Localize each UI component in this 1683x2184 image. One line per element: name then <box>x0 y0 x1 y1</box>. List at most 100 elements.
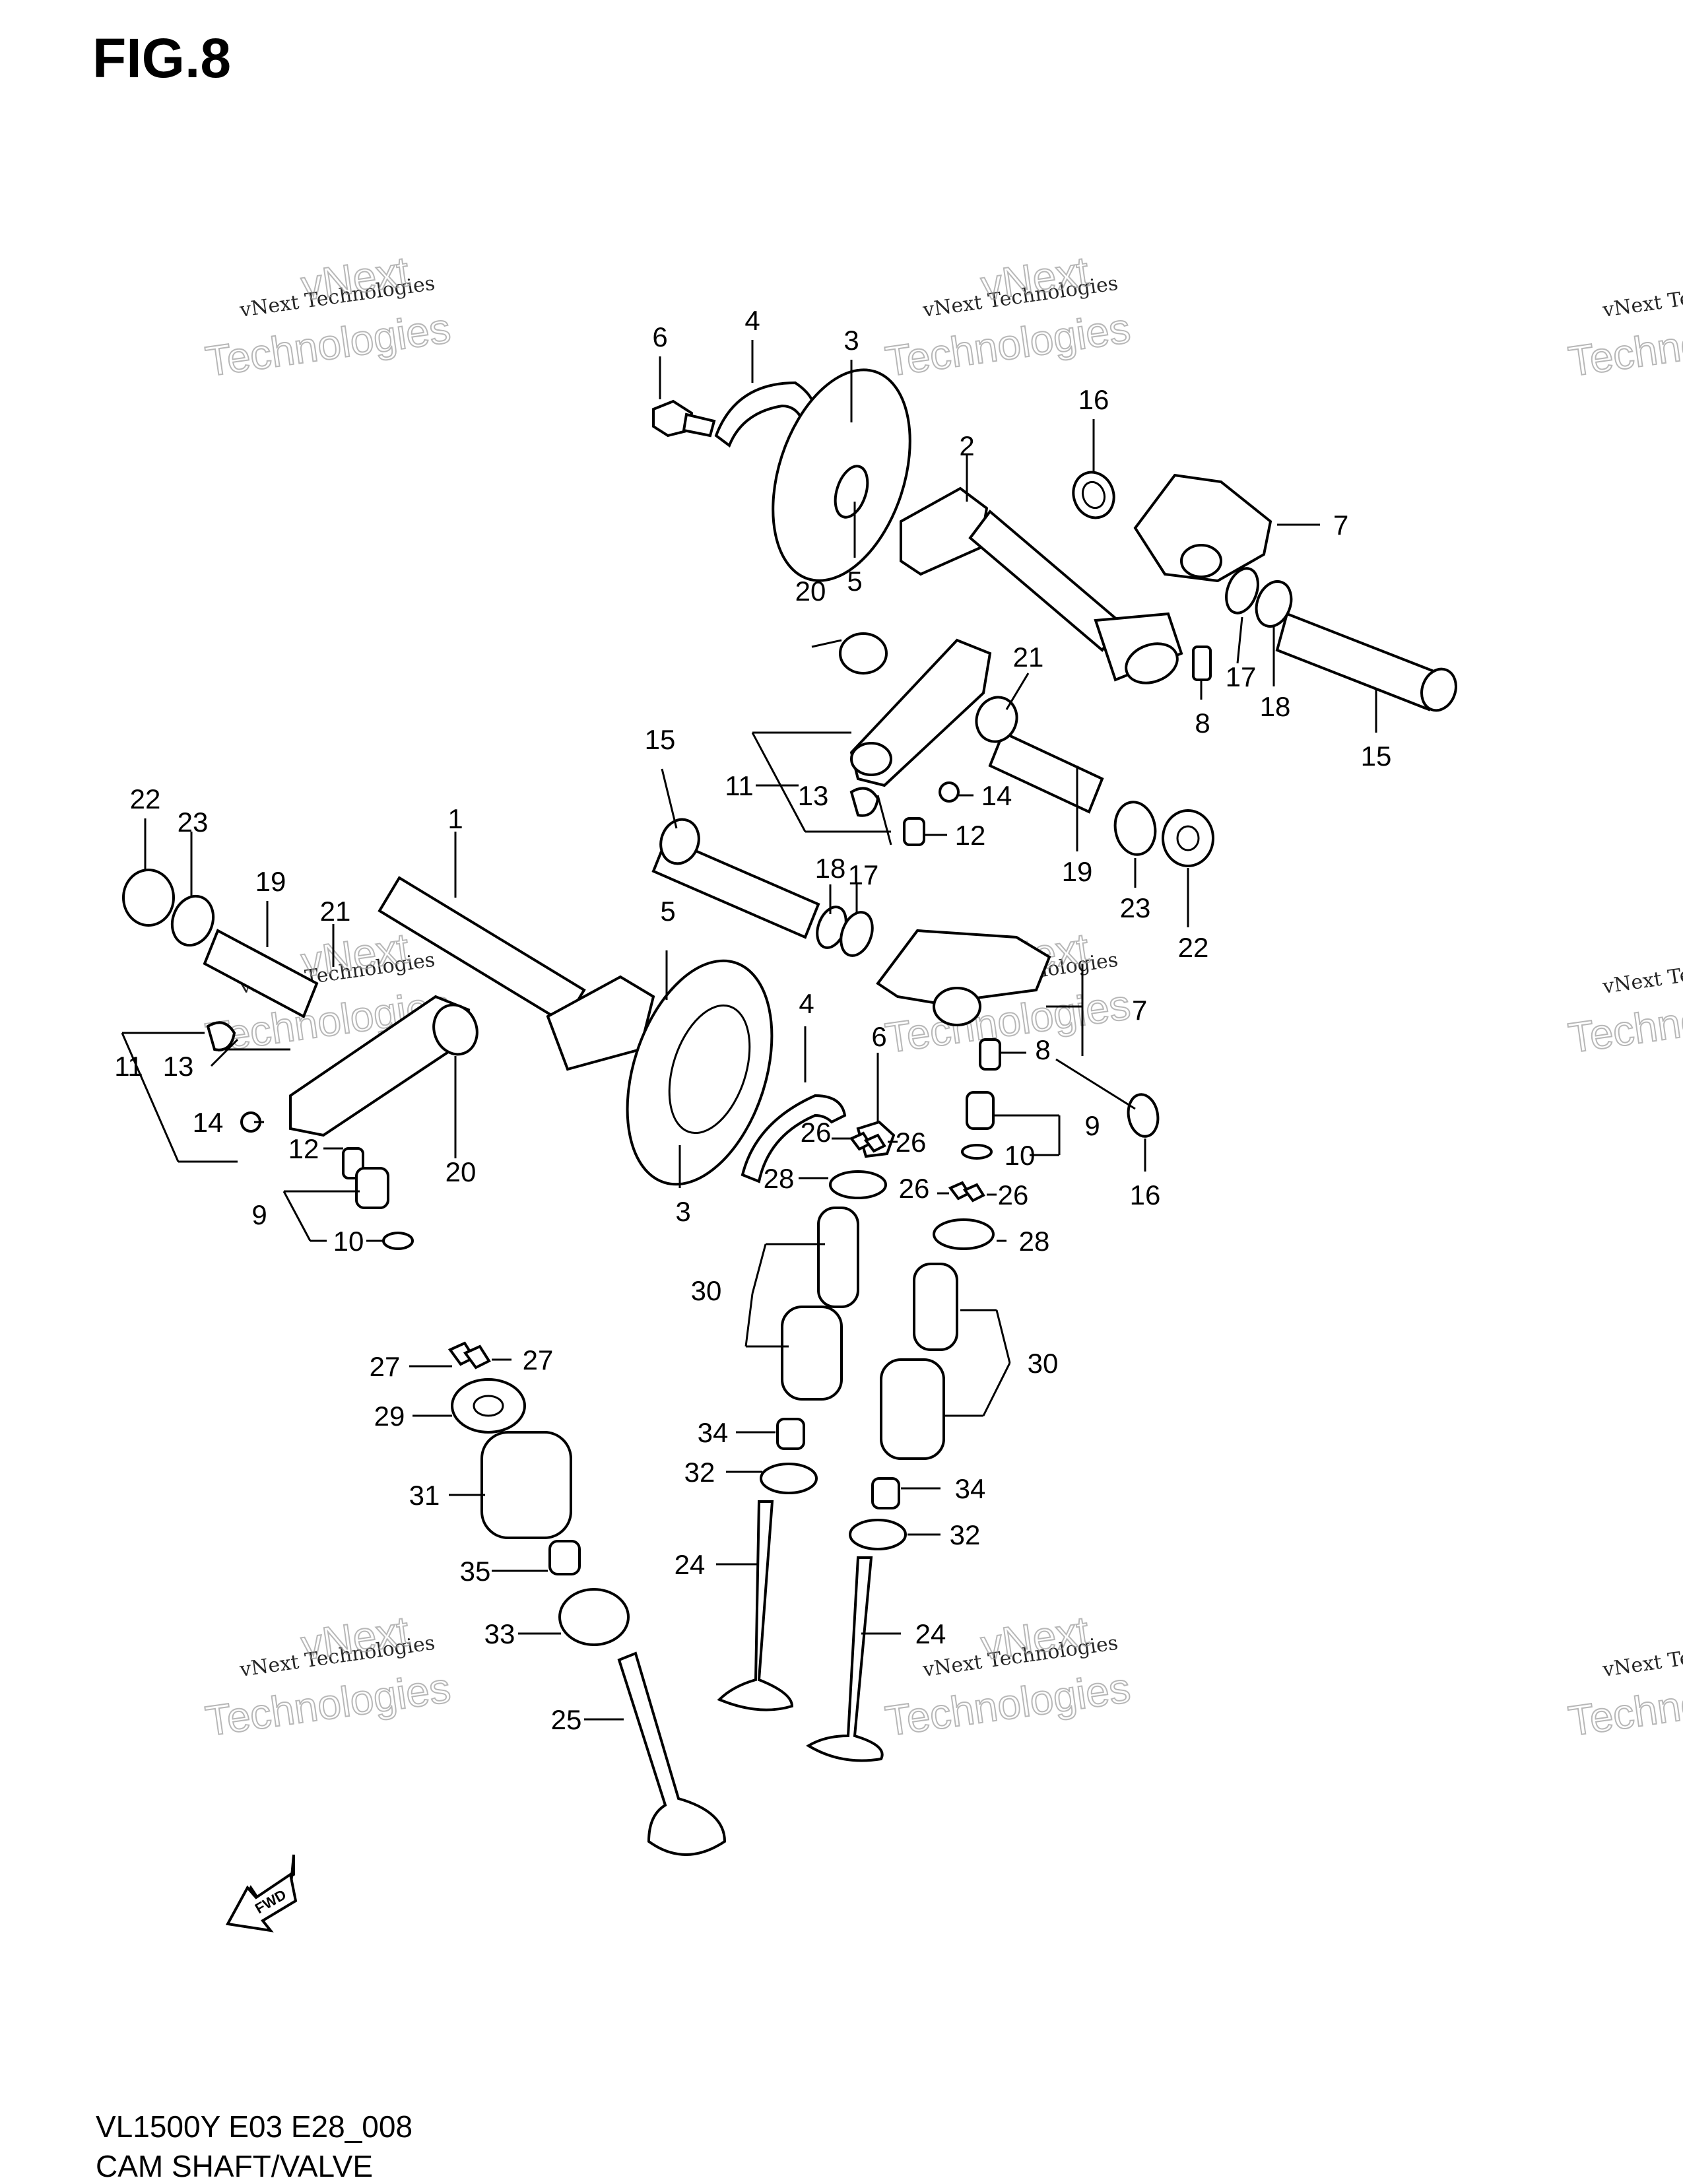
oil-seal-20-lower <box>432 1003 478 1056</box>
callout-9-left: 9 <box>251 1199 267 1230</box>
watermark-bottom-right: vNext Technologies Technologies <box>1565 1632 1683 1746</box>
valve-spring-31 <box>480 1431 572 1539</box>
callout-1: 1 <box>447 803 463 834</box>
callout-23-upper: 23 <box>1120 892 1151 923</box>
rocker-arm-7-lower <box>876 929 1051 1026</box>
valve-retainer-28-a <box>829 1170 887 1199</box>
svg-text:Technologies: Technologies <box>882 1664 1133 1745</box>
callout-8-lower: 8 <box>1035 1034 1050 1065</box>
camshaft-upper <box>900 486 1183 684</box>
watermark-middle-right: vNext Technologies Technologies <box>1565 948 1683 1063</box>
intake-valve-24-a <box>717 1500 794 1711</box>
callout-15-middle: 15 <box>645 724 676 755</box>
callout-20-upper: 20 <box>795 576 826 607</box>
cap-22-upper <box>1162 809 1214 867</box>
cap-22-left <box>122 869 175 927</box>
small-parts-12-13-14-left <box>206 1021 364 1179</box>
callout-30-right: 30 <box>1028 1348 1059 1379</box>
valve-cotters-26-b <box>948 1181 985 1203</box>
washer-23-upper <box>1113 801 1157 856</box>
callout-4-upper: 4 <box>744 305 760 336</box>
callout-18-upper: 18 <box>1260 691 1291 722</box>
callout-17-middle: 17 <box>848 859 879 890</box>
callout-17-upper: 17 <box>1226 661 1257 692</box>
callout-33: 33 <box>484 1618 515 1649</box>
washer-23-left <box>170 894 215 947</box>
svg-text:Technologies: Technologies <box>882 304 1133 385</box>
callout-35: 35 <box>460 1556 491 1587</box>
callout-15-upper: 15 <box>1361 741 1392 772</box>
callout-16-upper: 16 <box>1078 384 1109 415</box>
cam-sprocket-upper <box>772 368 911 582</box>
watermark-top-left: vNext Technologies vNext Technologies <box>202 247 454 386</box>
washers-17-18-middle <box>816 906 874 957</box>
callout-26-b: 26 <box>896 1127 927 1158</box>
callout-6-upper: 6 <box>652 321 667 352</box>
exhaust-valve-25 <box>617 1651 727 1856</box>
rocker-arm-7-upper <box>1133 473 1272 583</box>
cam-chain-guide-lower <box>741 1094 847 1183</box>
callout-9-lower: 9 <box>1084 1110 1100 1141</box>
small-parts-12-13-14-upper <box>849 781 960 846</box>
valve-retainer-28-b <box>933 1218 995 1250</box>
callout-3-lower: 3 <box>675 1196 690 1227</box>
leader-lines <box>121 340 1377 1721</box>
callout-26-a: 26 <box>801 1117 832 1148</box>
watermark-bottom-left: vNext Technologies vNext Technologies <box>202 1606 454 1746</box>
callout-14-left: 14 <box>193 1107 224 1138</box>
adjuster-8-upper <box>1192 645 1212 681</box>
callout-3-upper: 3 <box>843 325 859 356</box>
callout-20-lower: 20 <box>446 1156 477 1187</box>
callout-28-a: 28 <box>764 1163 795 1194</box>
intake-valve-24-b <box>806 1556 884 1762</box>
callout-26-c: 26 <box>899 1173 930 1204</box>
figure-title: FIG.8 <box>92 27 232 89</box>
callout-24-a: 24 <box>675 1549 706 1580</box>
valve-stem-seal-34-a <box>776 1418 805 1450</box>
callout-11-upper: 11 <box>725 770 754 801</box>
bolt-upper <box>652 399 716 438</box>
callout-12-upper: 12 <box>955 820 986 851</box>
callout-2: 2 <box>959 430 974 461</box>
callout-22-left: 22 <box>130 783 161 814</box>
callout-26-d: 26 <box>998 1179 1029 1210</box>
rocker-shaft-15-middle <box>651 818 820 939</box>
spring-seat-32-a <box>760 1463 818 1494</box>
watermark-top-right: vNext Technologies Technologies <box>1565 272 1683 386</box>
callout-18-middle: 18 <box>815 853 846 884</box>
callout-10-left: 10 <box>333 1226 364 1257</box>
adjusters-8-9-lower <box>961 1038 1001 1160</box>
spring-seat-32-b <box>849 1519 907 1550</box>
callout-34-a: 34 <box>698 1417 729 1448</box>
callout-13-upper: 13 <box>798 780 829 811</box>
valve-springs-30-left-pair <box>781 1207 859 1401</box>
spring-retainer-29 <box>451 1378 526 1434</box>
callout-21-left: 21 <box>320 896 351 927</box>
oil-seal-16-upper <box>1072 471 1115 519</box>
rocker-shaft-19-left <box>203 929 319 1018</box>
callout-6-lower: 6 <box>871 1021 886 1052</box>
washers-17-18-upper <box>1225 567 1293 628</box>
callout-10-lower: 10 <box>1005 1140 1036 1171</box>
callout-11-left: 11 <box>114 1051 143 1082</box>
callout-19-upper: 19 <box>1062 856 1093 887</box>
callout-7-lower: 7 <box>1132 995 1147 1026</box>
callout-14-upper: 14 <box>981 780 1012 811</box>
callout-7-upper: 7 <box>1333 510 1348 541</box>
camshaft-lower <box>378 876 655 1071</box>
callout-5-lower: 5 <box>660 896 675 927</box>
rocker-arm-11-upper <box>849 638 992 787</box>
adjusters-9-10-left <box>355 1167 414 1250</box>
callout-21-upper: 21 <box>1013 642 1044 673</box>
callout-31: 31 <box>409 1480 440 1511</box>
callout-34-b: 34 <box>955 1473 986 1504</box>
oil-seal-16-lower <box>1127 1093 1160 1138</box>
callout-29: 29 <box>374 1401 405 1432</box>
svg-text:vNext Technologies: vNext Technologies <box>1600 1632 1683 1682</box>
valve-springs-30-right-pair <box>880 1263 958 1460</box>
spring-seat-33 <box>558 1588 630 1646</box>
callout-32-a: 32 <box>684 1457 715 1488</box>
callout-16-lower: 16 <box>1130 1179 1161 1210</box>
callout-labels: 6 4 3 5 2 16 7 8 17 18 15 20 21 19 23 22… <box>114 305 1391 1735</box>
